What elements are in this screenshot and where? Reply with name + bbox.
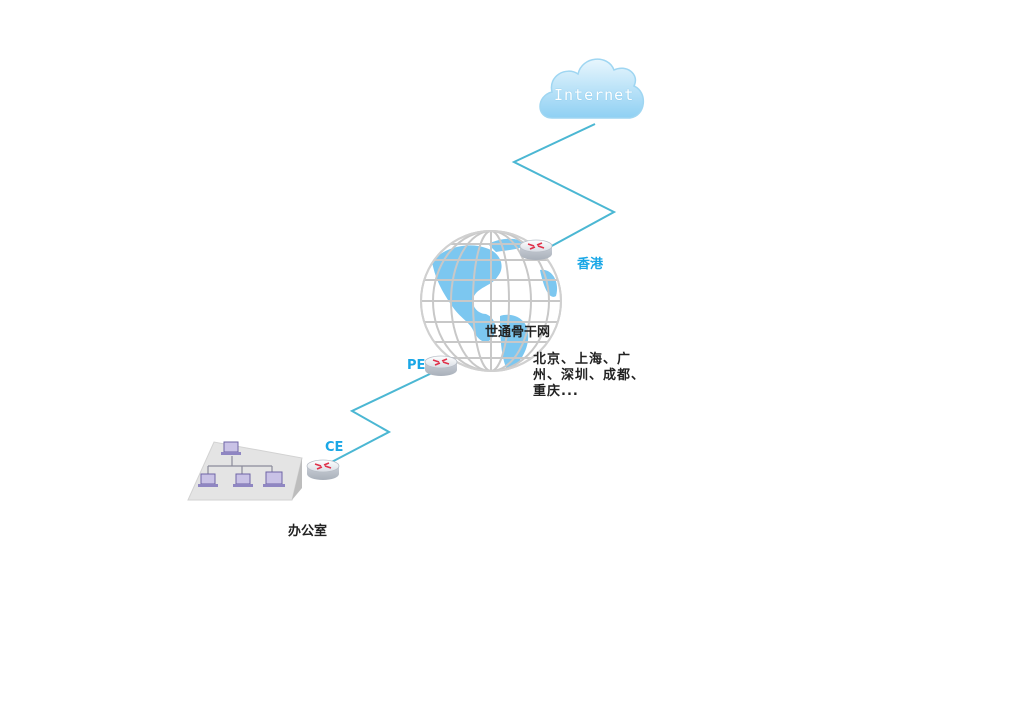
cities-label: 北京、上海、广州、深圳、成都、重庆... [533, 352, 646, 399]
backbone-label: 世通骨干网 [485, 325, 551, 340]
router-icon-pe [424, 355, 458, 376]
hongkong-label: 香港 [577, 257, 604, 272]
internet-label: Internet [554, 86, 635, 104]
office-lan-icon [187, 441, 303, 501]
office-label: 办公室 [288, 524, 328, 539]
router-icon-hongkong [519, 239, 553, 260]
computer-icon [263, 471, 285, 487]
computer-icon [233, 473, 253, 487]
computer-icon [221, 441, 241, 455]
internet-cloud-icon [539, 58, 644, 119]
link-cloud-to-hongkong [511, 123, 617, 249]
ce-label: CE [325, 440, 344, 455]
link-pe-to-ce [323, 371, 435, 467]
globe-icon [420, 230, 562, 372]
pe-label: PE [407, 358, 426, 373]
computer-icon [198, 473, 218, 487]
router-icon-ce [306, 459, 340, 480]
